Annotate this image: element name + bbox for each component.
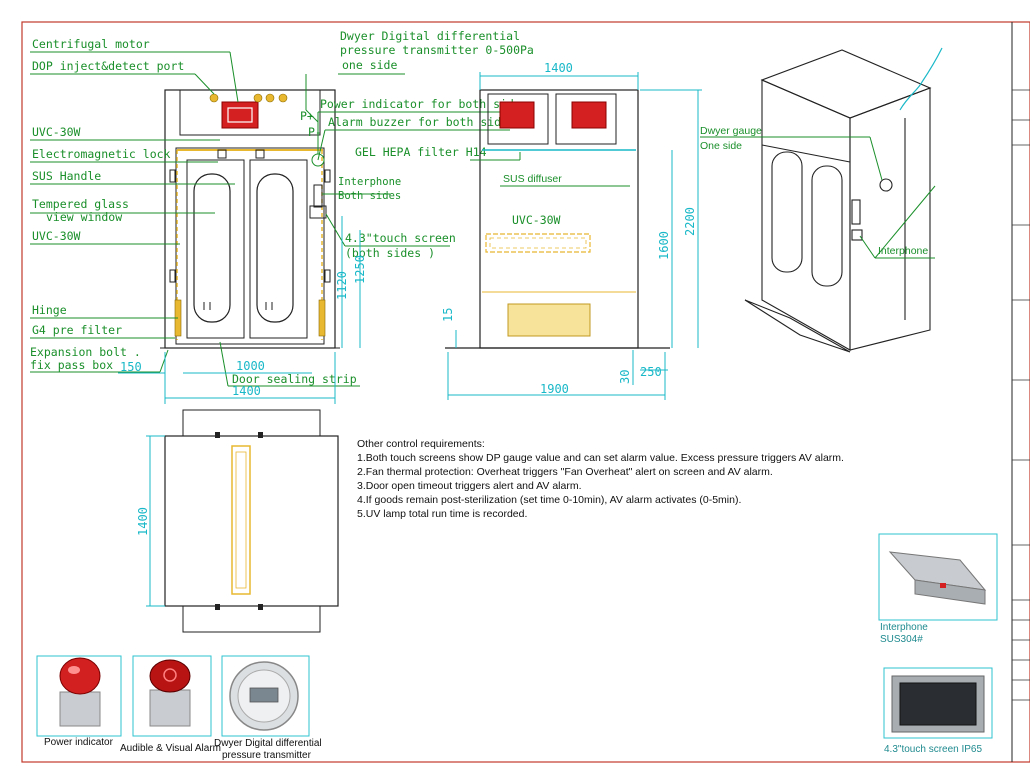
label-g4-filter: G4 pre filter	[32, 323, 122, 337]
label-dwyer-1: Dwyer Digital differential	[340, 29, 520, 43]
label-glass-1: Tempered glass	[32, 197, 129, 211]
caption-alarm: Audible & Visual Alarm	[120, 743, 221, 754]
right-view-window	[256, 173, 294, 323]
label-dwyer-gauge-side: One side	[700, 140, 742, 152]
dim-1120: 1120	[335, 271, 349, 300]
note-1: 1.Both touch screens show DP gauge value…	[357, 452, 844, 464]
front-dimension-lines	[118, 216, 361, 404]
side-dimension-lines	[447, 72, 702, 400]
side-leader-lines	[470, 152, 630, 187]
isometric-view	[744, 49, 932, 353]
photo-touchscreen	[883, 667, 993, 739]
label-em-lock: Electromagnetic lock	[32, 147, 171, 161]
caption-dwyer-2: pressure transmitter	[222, 750, 312, 761]
caption-dwyer-1: Dwyer Digital differential	[214, 738, 322, 749]
label-uvc-side: UVC-30W	[32, 229, 81, 243]
dim-150: 150	[120, 360, 142, 374]
label-uvc-top: UVC-30W	[32, 125, 81, 139]
em-lock-icon	[217, 149, 227, 159]
label-dwyer-3: one side	[342, 58, 397, 72]
label-p-minus: P-	[308, 125, 322, 139]
photo-interphone	[878, 533, 998, 621]
label-gel-hepa: GEL HEPA filter H14	[355, 145, 487, 159]
title-block-lines	[1012, 89, 1030, 701]
label-sus-diffuser: SUS diffuser	[503, 173, 562, 185]
plan-view	[164, 409, 339, 633]
side-uvc-lamp	[485, 233, 591, 253]
side-g4-grille	[507, 303, 591, 337]
dim-2200: 2200	[683, 207, 697, 236]
photo-audible-alarm	[132, 655, 212, 737]
iso-cable	[899, 47, 943, 111]
iso-leader-lines	[700, 136, 936, 259]
interphone-icon	[313, 184, 323, 208]
label-glass-2: view window	[46, 210, 122, 224]
dim-1000: 1000	[236, 359, 265, 373]
label-dwyer-gauge: Dwyer gauge	[700, 125, 762, 137]
dop-port-icons	[209, 93, 288, 103]
label-interphone: Interphone	[338, 176, 401, 188]
label-touch-1: 4.3"touch screen	[345, 231, 456, 245]
label-centrifugal-motor: Centrifugal motor	[32, 37, 150, 51]
front-view	[160, 89, 340, 349]
side-fan-right	[571, 101, 607, 129]
dim-1250: 1250	[353, 255, 367, 284]
dim-250: 250	[640, 365, 662, 379]
left-view-window	[193, 173, 231, 323]
notes-heading: Other control requirements:	[357, 438, 485, 450]
caption-touchscreen: 4.3"touch screen IP65	[884, 744, 982, 755]
note-3: 3.Door open timeout triggers alert and A…	[357, 480, 582, 492]
label-door-strip: Door sealing strip	[232, 372, 357, 386]
plan-dimension-line	[146, 435, 165, 607]
front-left-door	[186, 159, 245, 339]
note-5: 5.UV lamp total run time is recorded.	[357, 508, 527, 520]
dim-1400-front: 1400	[232, 384, 261, 398]
dim-15: 15	[441, 308, 455, 322]
photo-dwyer-transmitter	[221, 655, 310, 737]
front-leader-lines	[30, 51, 510, 387]
plan-uvc-lamp	[231, 445, 251, 595]
front-right-door	[249, 159, 308, 339]
label-interphone-iso: Interphone	[878, 245, 928, 257]
photo-power-indicator	[36, 655, 122, 737]
front-door-frame	[175, 147, 325, 345]
dim-1400-top: 1400	[544, 61, 573, 75]
label-power-indicator: Power indicator for both sides	[320, 97, 528, 111]
caption-interphone-2: SUS304#	[880, 634, 923, 645]
label-p-plus: P+	[300, 109, 314, 123]
label-expansion-1: Expansion bolt .	[30, 345, 141, 359]
note-2: 2.Fan thermal protection: Overheat trigg…	[357, 466, 773, 478]
label-touch-2: (both sides )	[345, 246, 435, 260]
label-alarm-buzzer: Alarm buzzer for both sides	[328, 115, 515, 129]
label-dwyer-2: pressure transmitter 0-500Pa	[340, 43, 534, 57]
dim-30: 30	[618, 370, 632, 384]
label-hinge: Hinge	[32, 303, 67, 317]
dim-1400-plan: 1400	[136, 507, 150, 536]
control-notes: Other control requirements: 1.Both touch…	[357, 438, 844, 520]
side-fan-left	[499, 101, 535, 129]
dim-1900: 1900	[540, 382, 569, 396]
label-sus-handle: SUS Handle	[32, 169, 101, 183]
sheet-border	[21, 21, 1030, 763]
label-uvc-mid: UVC-30W	[512, 213, 561, 227]
label-dop-port: DOP inject&detect port	[32, 59, 184, 73]
touchscreen-icon	[309, 205, 327, 219]
side-view	[445, 89, 670, 349]
front-fan-icon	[221, 101, 259, 129]
label-expansion-2: fix pass box	[30, 358, 113, 372]
label-interphone-sides: Both sides	[338, 190, 401, 202]
caption-power-indicator: Power indicator	[44, 737, 114, 748]
note-4: 4.If goods remain post-sterilization (se…	[357, 494, 741, 506]
caption-interphone-1: Interphone	[880, 622, 928, 633]
dim-1600: 1600	[657, 231, 671, 260]
